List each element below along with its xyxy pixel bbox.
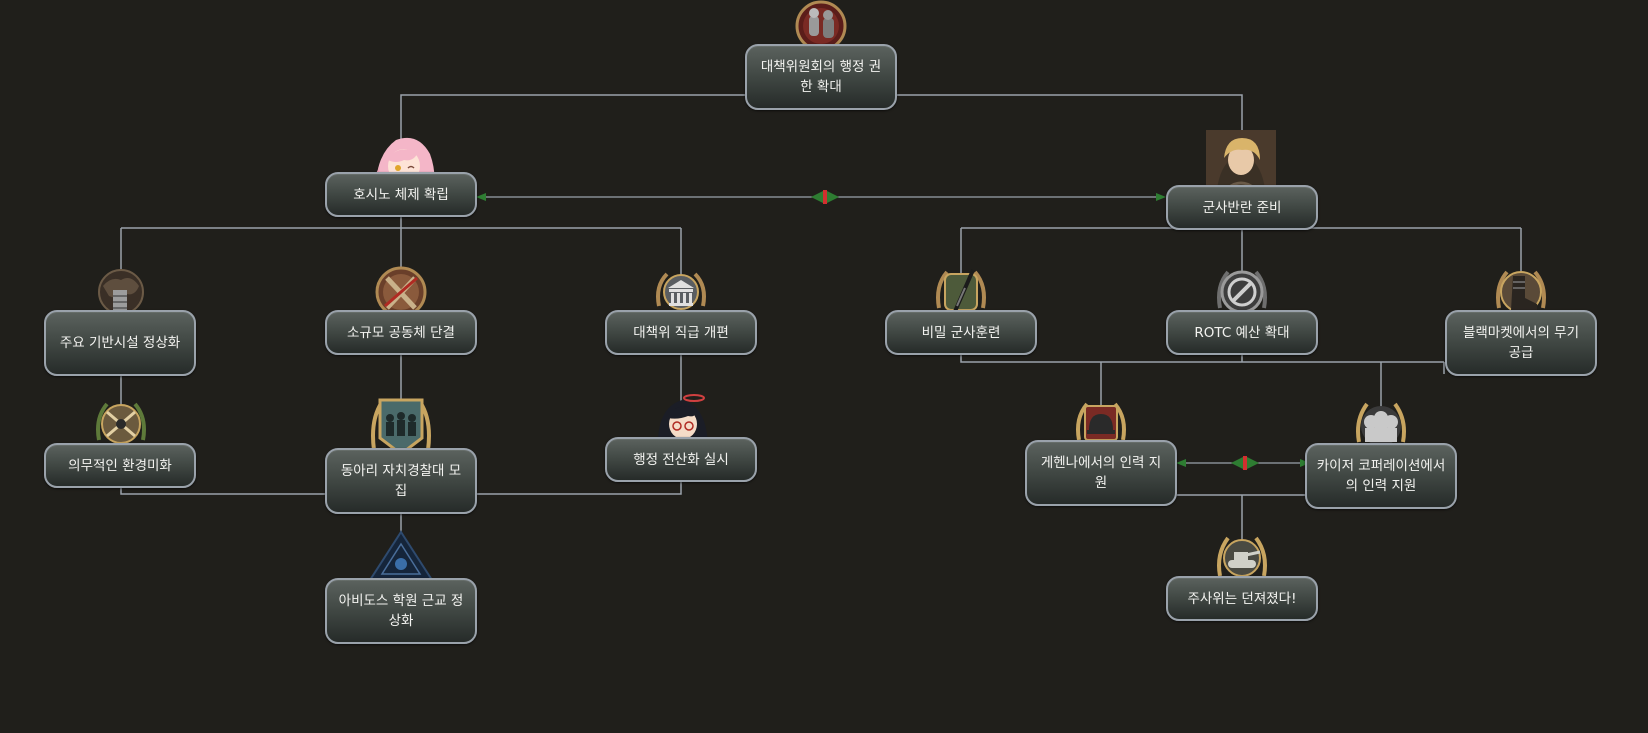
government-building-icon[interactable] xyxy=(651,266,711,322)
focus-abydos[interactable]: 아비도스 학원 근교 정상화 xyxy=(325,578,477,644)
focus-label: 주사위는 던져졌다! xyxy=(1187,590,1297,607)
focus-rank-reform[interactable]: 대책위 직급 개편 xyxy=(605,310,757,355)
focus-label: 행정 전산화 실시 xyxy=(633,451,729,468)
exclusive-hoshino-rebellion xyxy=(476,190,1166,204)
connector-root-rebellion xyxy=(896,94,1243,185)
broom-icon[interactable] xyxy=(91,398,151,454)
focus-label: 비밀 군사훈련 xyxy=(921,324,1001,341)
focus-label: 게헨나에서의 인력 지원 xyxy=(1040,455,1162,491)
focus-label: 의무적인 환경미화 xyxy=(68,457,172,474)
helmet-icon[interactable] xyxy=(1071,398,1131,454)
focus-label: 소규모 공동체 단결 xyxy=(347,324,455,341)
focus-rotc[interactable]: ROTC 예산 확대 xyxy=(1166,310,1318,355)
focus-gehenna[interactable]: 게헨나에서의 인력 지원 xyxy=(1025,440,1177,506)
focus-label: 주요 기반시설 정상화 xyxy=(59,335,181,351)
focus-environment[interactable]: 의무적인 환경미화 xyxy=(44,443,196,488)
exclusive-gehenna-kaiser xyxy=(1176,456,1310,470)
council-icon[interactable] xyxy=(791,0,851,56)
connector-training-bar xyxy=(960,354,1444,363)
focus-admin-computerize[interactable]: 행정 전산화 실시 xyxy=(605,437,757,482)
connector-root-hoshino xyxy=(400,94,746,172)
abydos-emblem-icon[interactable] xyxy=(368,530,434,582)
focus-hoshino[interactable]: 호시노 체제 확립 xyxy=(325,172,477,217)
focus-label: 군사반란 준비 xyxy=(1202,199,1282,216)
focus-kaiser[interactable]: 카이저 코퍼레이션에서의 인력 지원 xyxy=(1305,443,1457,509)
focus-military-rebellion[interactable]: 군사반란 준비 xyxy=(1166,185,1318,230)
focus-label: 카이저 코퍼레이션에서의 인력 지원 xyxy=(1316,458,1446,494)
focus-expand-exec[interactable]: 대책위원회의 행정 권한 확대 xyxy=(745,44,897,110)
rifle-icon[interactable] xyxy=(931,266,991,322)
focus-label: 아비도스 학원 근교 정상화 xyxy=(338,593,464,629)
connector-environment-vigilante xyxy=(120,486,325,495)
soldiers-shield-icon[interactable] xyxy=(368,396,434,456)
focus-label: ROTC 예산 확대 xyxy=(1194,324,1290,341)
focus-black-market[interactable]: 블랙마켓에서의 무기 공급 xyxy=(1445,310,1597,376)
focus-small-community[interactable]: 소규모 공동체 단결 xyxy=(325,310,477,355)
connector-admin-vigilante xyxy=(477,482,682,495)
boot-icon[interactable] xyxy=(1491,266,1551,322)
focus-label: 동아리 자치경찰대 모집 xyxy=(340,463,462,499)
faces-icon[interactable] xyxy=(1351,398,1411,454)
focus-label: 대책위 직급 개편 xyxy=(633,324,729,341)
focus-label: 블랙마켓에서의 무기 공급 xyxy=(1462,325,1580,361)
focus-label: 대책위원회의 행정 권한 확대 xyxy=(760,59,882,95)
focus-die-cast[interactable]: 주사위는 던져졌다! xyxy=(1166,576,1318,621)
focus-label: 호시노 체제 확립 xyxy=(353,186,449,203)
focus-infrastructure[interactable]: 주요 기반시설 정상화 xyxy=(44,310,196,376)
focus-vigilante[interactable]: 동아리 자치경찰대 모집 xyxy=(325,448,477,514)
crossed-tools-icon[interactable] xyxy=(371,266,431,322)
focus-secret-training[interactable]: 비밀 군사훈련 xyxy=(885,310,1037,355)
